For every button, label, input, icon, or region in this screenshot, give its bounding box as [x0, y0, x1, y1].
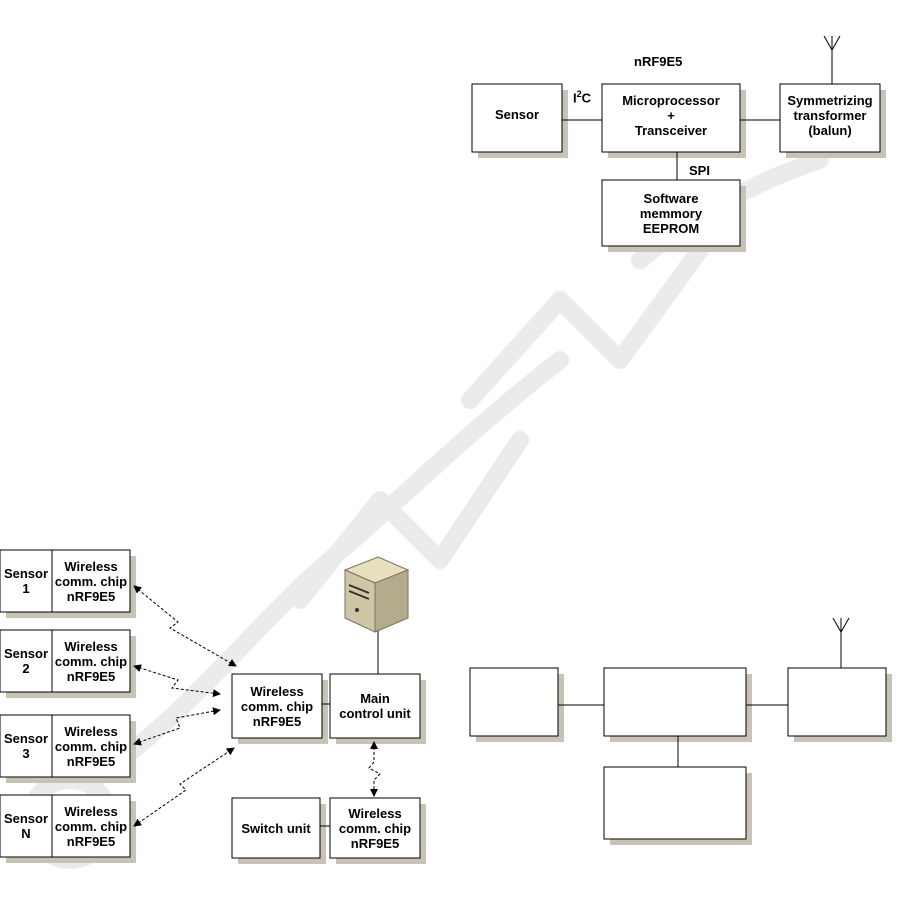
memory-box [601, 179, 741, 247]
blank-box-center [603, 667, 747, 737]
sensor-node-label: Sensor 2 [3, 646, 49, 676]
micro-box [601, 83, 741, 153]
memory-label: Software memmory EEPROM [639, 190, 703, 236]
sensor-node-box [0, 629, 131, 693]
sensor-node-box [0, 794, 131, 858]
switch-chip-box [329, 797, 421, 859]
sensor-node-chip-label: Wireless comm. chip nRF9E5 [54, 558, 128, 604]
blank-box-bottom [603, 766, 747, 840]
balun-box [779, 83, 881, 153]
antenna-icon [823, 35, 841, 84]
sensor-node-label: Sensor N [3, 811, 49, 841]
sensor-node-label: Sensor 1 [3, 566, 49, 596]
sensor-node-chip-label: Wireless comm. chip nRF9E5 [54, 723, 128, 769]
switch-chip-label: Wireless comm. chip nRF9E5 [338, 805, 412, 851]
sensor-node-chip-label: Wireless comm. chip nRF9E5 [54, 638, 128, 684]
antenna-icon [832, 617, 850, 668]
balun-label: Symmetrizing transformer (balun) [787, 92, 873, 138]
switch-unit-box [231, 797, 321, 859]
sensor-node-chip-label: Wireless comm. chip nRF9E5 [54, 803, 128, 849]
i2c-suffix: C [581, 90, 592, 106]
wireless-link [133, 707, 221, 746]
server-icon [343, 556, 410, 633]
chip-label: nRF9E5 [634, 54, 683, 69]
i2c-prefix: I [573, 90, 577, 106]
microprocessor-label: Microprocessor + Transceiver [622, 92, 720, 138]
main-unit-label: Main control unit [339, 691, 411, 721]
spi-label: SPI [689, 163, 710, 178]
blank-box-left [469, 667, 559, 737]
sensor-node-label: Sensor 3 [3, 731, 49, 761]
sensor-label: Sensor [494, 106, 540, 122]
hub-chip-label: Wireless comm. chip nRF9E5 [240, 683, 314, 729]
wireless-link [133, 747, 235, 827]
hub-chip-box [231, 673, 323, 739]
top-diagram [471, 35, 886, 252]
i2c-label: I2C [573, 89, 591, 105]
i2c-superscript: 2 [576, 89, 582, 99]
sensor-node-box [0, 714, 131, 778]
blank-diagram [469, 617, 892, 845]
wireless-link [133, 664, 221, 698]
network-diagram [0, 549, 426, 864]
main-unit-box [329, 673, 421, 739]
blank-box-right [787, 667, 887, 737]
sensor-box [471, 83, 563, 153]
sensor-node-box [0, 549, 131, 613]
wireless-link-switch [368, 741, 381, 797]
wireless-link [133, 585, 237, 667]
switch-unit-label: Switch unit [241, 820, 311, 836]
